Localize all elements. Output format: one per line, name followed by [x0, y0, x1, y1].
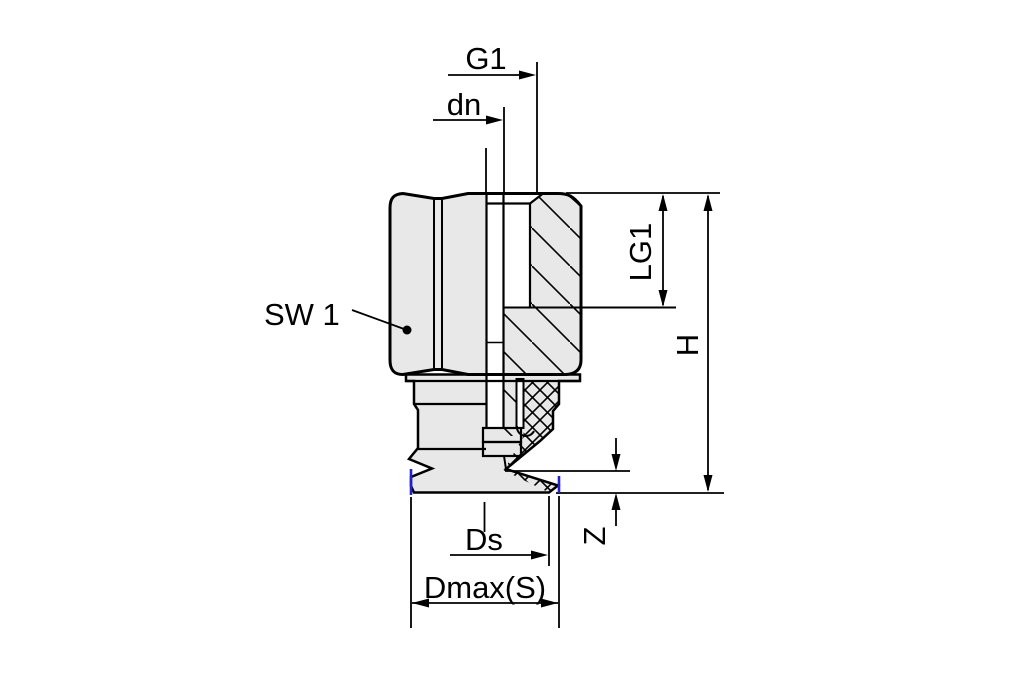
metal-hatch-barb	[504, 379, 517, 436]
arrowhead-Z-lower	[611, 493, 621, 510]
arrowhead-H-top	[703, 194, 713, 211]
label-H: H	[670, 334, 705, 356]
thread-hole-fill	[504, 193, 543, 308]
part-outlines	[388, 191, 676, 494]
label-G1: G1	[465, 41, 506, 76]
dimensions: G1 dn LG1 H Z Ds	[264, 41, 724, 628]
leader-line-SW1	[351, 309, 405, 330]
arrowhead-Ds	[531, 550, 548, 560]
insert-block-lower	[483, 442, 521, 456]
hex-corner-chamfer	[566, 192, 583, 208]
insert-block-lower-outline	[481, 440, 523, 458]
leader-dot-SW1	[402, 325, 412, 335]
metal-hatch-lower-body	[504, 307, 581, 375]
thread-chamfer	[529, 192, 544, 205]
vacuum-channel-fill	[516, 379, 524, 428]
arrowhead-G1	[519, 70, 536, 80]
arrowhead-LG1-top	[658, 194, 668, 211]
arrowhead-Dmax-right	[541, 598, 558, 608]
section-hatching	[504, 193, 581, 493]
label-LG1: LG1	[623, 223, 658, 282]
hex-body-outline	[388, 191, 583, 377]
arrowhead-H-bottom	[703, 475, 713, 492]
arrowhead-Dmax-left	[412, 598, 429, 608]
label-Z: Z	[577, 527, 612, 546]
label-Dmax: Dmax(S)	[424, 570, 546, 605]
arrowhead-LG1-bottom	[658, 290, 668, 307]
elastomer-hatch-lip	[504, 468, 558, 493]
barb-hook-curve	[515, 425, 535, 437]
arrowhead-Z-upper	[611, 454, 621, 471]
arrowhead-dn	[486, 115, 503, 125]
label-SW1: SW 1	[264, 297, 340, 332]
elastomer-hatch-cone	[504, 381, 559, 471]
label-dn: dn	[447, 87, 481, 122]
metal-hatch-thread-zone	[530, 193, 581, 308]
cup-body-outline	[404, 373, 582, 494]
vacuum-channel-outline	[515, 378, 525, 429]
insert-cone-edge	[503, 455, 507, 470]
bore-slot-fill	[486, 194, 504, 428]
